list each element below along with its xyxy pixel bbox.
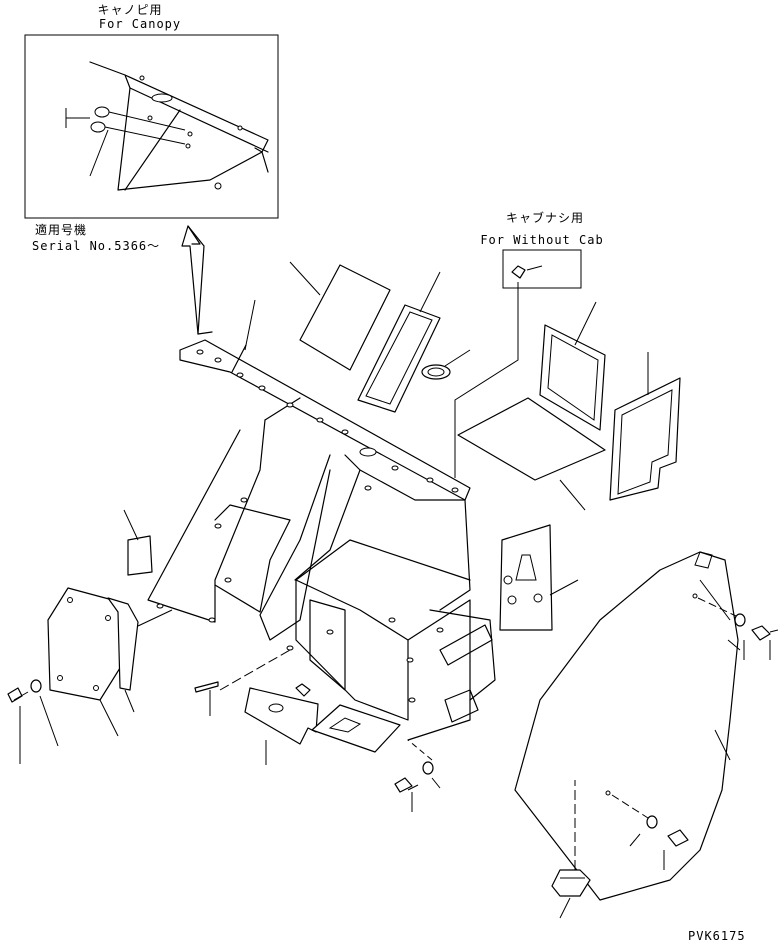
- center-bolt: [394, 777, 413, 793]
- serial-note: 適用号機 Serial No.5366～: [32, 222, 160, 253]
- frame-left-panel: [147, 419, 266, 623]
- main-frame: [147, 299, 496, 741]
- small-pad: [127, 535, 153, 576]
- left-cover-plate: [47, 587, 121, 701]
- left-seal-strip: [107, 597, 139, 691]
- clip: [194, 681, 219, 693]
- canopy-inset-title-jp: キャノピ用: [97, 3, 162, 17]
- reference-arrow: [181, 225, 201, 335]
- serial-note-line2: Serial No.5366～: [32, 239, 160, 253]
- serial-note-line1: 適用号機: [35, 222, 87, 237]
- frame-middle-panel: [259, 454, 331, 641]
- top-pad-large: [299, 264, 391, 371]
- without-cab-inset-title-jp: キャブナシ用: [506, 210, 584, 225]
- fender-body: [514, 551, 739, 901]
- left-washer: [30, 679, 42, 693]
- bottom-clip: [551, 869, 591, 897]
- frame-lower-box: [295, 579, 409, 721]
- frame-top-beam: [179, 339, 471, 501]
- fender: [514, 551, 741, 901]
- left-bolt: [7, 687, 29, 764]
- canopy-inset-frame: [24, 34, 279, 219]
- frame-holes: [156, 349, 459, 703]
- side-pad-upper: [539, 324, 606, 431]
- canopy-bolts: [65, 106, 186, 177]
- fender-bolt-upper: [697, 597, 778, 660]
- side-pad-lower: [609, 377, 681, 501]
- leader-without-cab: [454, 282, 519, 478]
- without-cab-inset: キャブナシ用 For Without Cab: [454, 210, 603, 478]
- bottom-plate: [244, 687, 319, 745]
- cap: [295, 683, 311, 697]
- bracket: [311, 704, 401, 753]
- center-washer: [422, 761, 434, 775]
- drawing-code: PVK6175: [688, 929, 746, 943]
- canopy-inset-title-en: For Canopy: [99, 17, 181, 31]
- floor-mat: [457, 397, 606, 481]
- canopy-inset: キャノピ用 For Canopy: [24, 3, 279, 219]
- canopy-panel: [117, 87, 269, 191]
- grommet: [421, 364, 451, 380]
- top-pad-frame: [357, 304, 441, 413]
- fender-bolt-lower: [611, 794, 689, 870]
- canopy-beam: [89, 61, 269, 153]
- reference-arrow-head: [187, 225, 205, 335]
- without-cab-inset-title-en: For Without Cab: [480, 233, 603, 247]
- without-cab-inset-frame: [502, 249, 582, 289]
- plug-icon: [511, 265, 526, 279]
